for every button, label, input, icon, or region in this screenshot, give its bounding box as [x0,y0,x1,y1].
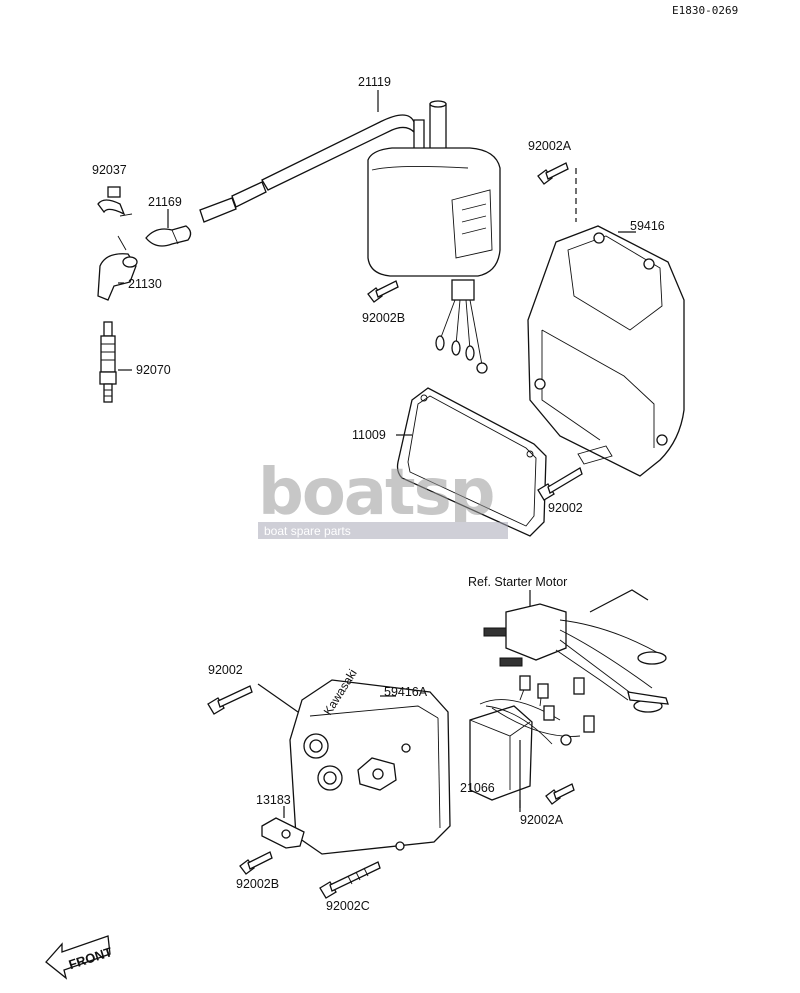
label-21119: 21119 [358,75,391,89]
label-59416: 59416 [630,219,665,233]
label-92002B-top: 92002B [362,311,405,325]
label-21169: 21169 [148,195,182,209]
bolt-92002-left [207,685,253,715]
bolt-92002A-top [537,162,569,185]
gasket-11009 [396,387,547,537]
watermark-tagline: boat spare parts [264,524,351,538]
label-21130: 21130 [128,277,162,291]
leader-92002-left [257,683,299,713]
label-92002A-bottom: 92002A [520,813,564,827]
coil-hose-assembly [199,100,501,374]
watermark-logo: boatsp boat spare parts [258,456,508,539]
label-13183: 13183 [256,793,291,807]
bolt-92002-right [537,467,583,501]
bolt-92002B-top [367,280,399,303]
label-92037: 92037 [92,163,127,177]
label-92002A-top: 92002A [528,139,572,153]
spark-plug-92070 [99,321,117,403]
bolt-92002A-bottom [545,783,575,805]
cap-92037 [97,186,133,217]
plate-13183 [261,817,305,849]
label-92002-right: 92002 [548,501,583,515]
front-arrow: FRONT [45,935,114,980]
diagram-code: E1830-0269 [672,4,738,17]
cover-59416 [527,225,685,477]
label-21066: 21066 [460,781,495,795]
regulator-21066 [469,675,595,801]
label-92002-left: 92002 [208,663,243,677]
plug-cap-21130 [97,235,138,301]
label-92070: 92070 [136,363,171,377]
leader-ref-right [589,589,649,613]
cover-59416A: Kawasaki [289,667,451,855]
label-92002B-bottom: 92002B [236,877,279,891]
label-59416A: 59416A [384,685,428,699]
label-92002C: 92002C [326,899,370,913]
label-11009: 11009 [352,428,386,442]
bolt-92002B-bottom [239,851,273,875]
clamp-21169 [145,225,192,247]
watermark-text: boatsp [258,456,493,530]
starter-relay [483,603,669,713]
reference-note: Ref. Starter Motor [468,575,567,589]
bolt-92002C [319,861,381,899]
